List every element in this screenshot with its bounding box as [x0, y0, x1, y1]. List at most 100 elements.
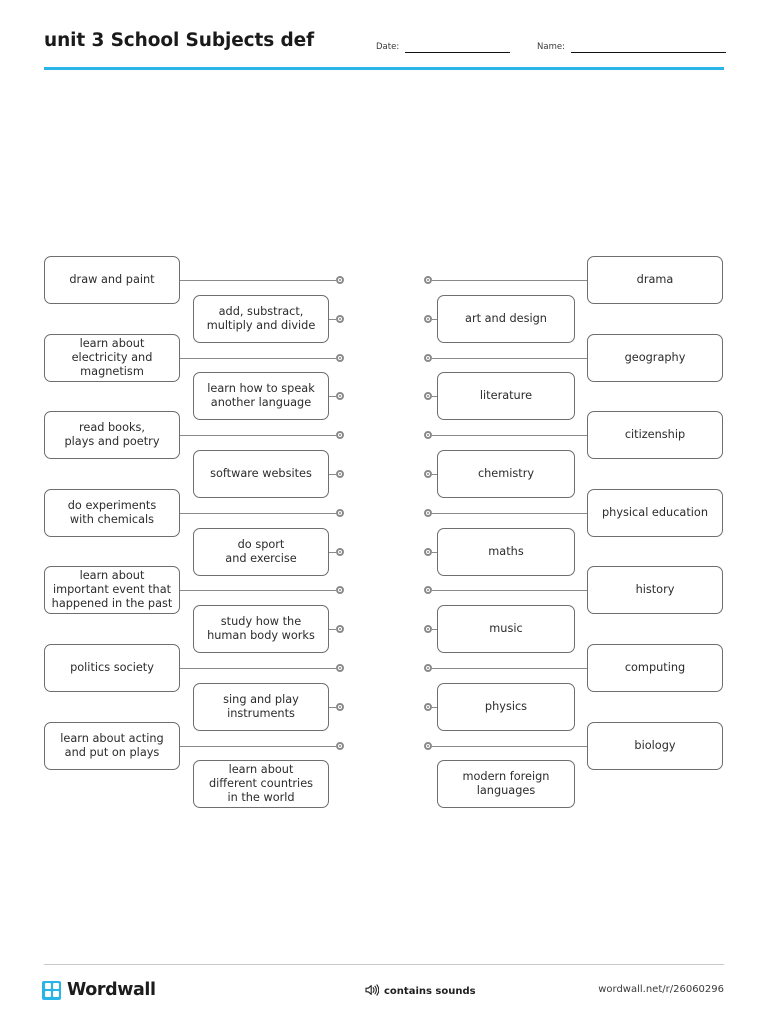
connector-node-left-9[interactable] — [336, 586, 344, 595]
match-box-label: maths — [488, 544, 524, 558]
connector-node-right-3[interactable] — [424, 353, 432, 362]
match-box-left-11[interactable]: politics society — [44, 644, 180, 692]
connector-node-left-6[interactable] — [336, 470, 344, 478]
match-box-left-6[interactable]: software websites — [193, 450, 329, 498]
date-field[interactable]: Date: — [376, 36, 511, 55]
connector-node-left-1[interactable] — [336, 276, 344, 284]
connector-node-right-13[interactable] — [424, 741, 432, 750]
match-box-right-11[interactable]: computing — [587, 644, 723, 692]
connector-node-right-5[interactable] — [424, 431, 432, 440]
match-box-left-5[interactable]: read books,plays and poetry — [44, 411, 180, 460]
logo-cell-b — [44, 991, 51, 997]
connector-node-right-11[interactable] — [424, 664, 432, 672]
connector-line-right-2 — [432, 318, 437, 320]
match-box-right-7[interactable]: physical education — [587, 488, 723, 537]
connector-line-right-7 — [432, 512, 587, 514]
logo-cell-c — [52, 991, 59, 997]
match-box-label: history — [635, 583, 675, 597]
connector-node-right-4[interactable] — [424, 392, 432, 401]
wordwall-grid-icon — [42, 980, 61, 1000]
match-box-right-8[interactable]: maths — [437, 527, 575, 576]
connector-line-right-10 — [432, 629, 437, 631]
connector-node-right-12[interactable] — [424, 702, 432, 711]
speaker-icon — [365, 984, 380, 999]
connector-node-right-1[interactable] — [424, 276, 432, 284]
connector-line-left-13 — [180, 745, 336, 747]
connector-line-right-8 — [432, 551, 437, 553]
match-box-right-6[interactable]: chemistry — [437, 450, 575, 498]
name-field[interactable]: Name: — [537, 36, 726, 55]
contains-sounds-label: contains sounds — [384, 986, 476, 997]
header-divider — [44, 67, 724, 70]
connector-line-right-3 — [432, 357, 587, 359]
connector-node-left-8[interactable] — [336, 547, 344, 556]
match-box-left-2[interactable]: add, substract,multiply and divide — [193, 294, 329, 343]
connector-line-right-12 — [432, 706, 437, 708]
match-box-label: literature — [479, 389, 533, 403]
connector-node-right-9[interactable] — [424, 586, 432, 595]
connector-line-right-9 — [432, 590, 587, 592]
connector-node-left-2[interactable] — [336, 314, 344, 323]
page-header: unit 3 School Subjects def Date: Name: — [0, 0, 768, 80]
connector-node-left-7[interactable] — [336, 508, 344, 517]
contains-sounds-note: contains sounds — [365, 984, 476, 999]
connector-line-right-13 — [432, 745, 587, 747]
match-box-left-1[interactable]: draw and paint — [44, 256, 180, 304]
wordwall-logo[interactable]: Wordwall — [42, 980, 156, 1000]
connector-line-right-5 — [432, 435, 587, 437]
match-box-label: chemistry — [477, 467, 535, 480]
connector-line-left-8 — [329, 551, 336, 553]
match-box-right-3[interactable]: geography — [587, 333, 723, 382]
connector-node-left-12[interactable] — [336, 702, 344, 711]
footer-divider — [44, 964, 724, 965]
connector-node-left-10[interactable] — [336, 625, 344, 634]
match-box-right-1[interactable]: drama — [587, 256, 723, 304]
connector-node-right-8[interactable] — [424, 547, 432, 556]
match-box-label: politics society — [70, 661, 154, 674]
match-box-label: drama — [636, 273, 674, 286]
match-box-right-9[interactable]: history — [587, 566, 723, 615]
match-box-label: physics — [484, 699, 528, 713]
connector-node-right-10[interactable] — [424, 625, 432, 634]
match-box-right-2[interactable]: art and design — [437, 294, 575, 343]
match-box-right-5[interactable]: citizenship — [587, 411, 723, 460]
connector-node-right-6[interactable] — [424, 470, 432, 478]
name-label: Name: — [537, 41, 565, 52]
connector-node-left-3[interactable] — [336, 353, 344, 362]
match-box-right-13[interactable]: biology — [587, 721, 723, 770]
wordwall-brand-text: Wordwall — [67, 980, 156, 1000]
connector-line-left-10 — [329, 629, 336, 631]
match-box-right-4[interactable]: literature — [437, 372, 575, 421]
match-box-right-10[interactable]: music — [437, 605, 575, 654]
match-box-label: citizenship — [624, 428, 686, 442]
name-input-line[interactable] — [570, 40, 726, 53]
connector-node-right-2[interactable] — [424, 314, 432, 323]
connector-node-left-11[interactable] — [336, 664, 344, 672]
match-box-label: software websites — [210, 467, 312, 480]
connector-node-right-7[interactable] — [424, 508, 432, 517]
connector-node-left-5[interactable] — [336, 431, 344, 440]
match-box-label: art and design — [465, 311, 547, 325]
date-input-line[interactable] — [405, 40, 511, 53]
match-box-right-12[interactable]: physics — [437, 682, 575, 731]
match-box-label: biology — [634, 738, 676, 752]
connector-node-left-4[interactable] — [336, 392, 344, 401]
connector-line-left-5 — [180, 435, 336, 437]
connector-node-left-13[interactable] — [336, 741, 344, 750]
